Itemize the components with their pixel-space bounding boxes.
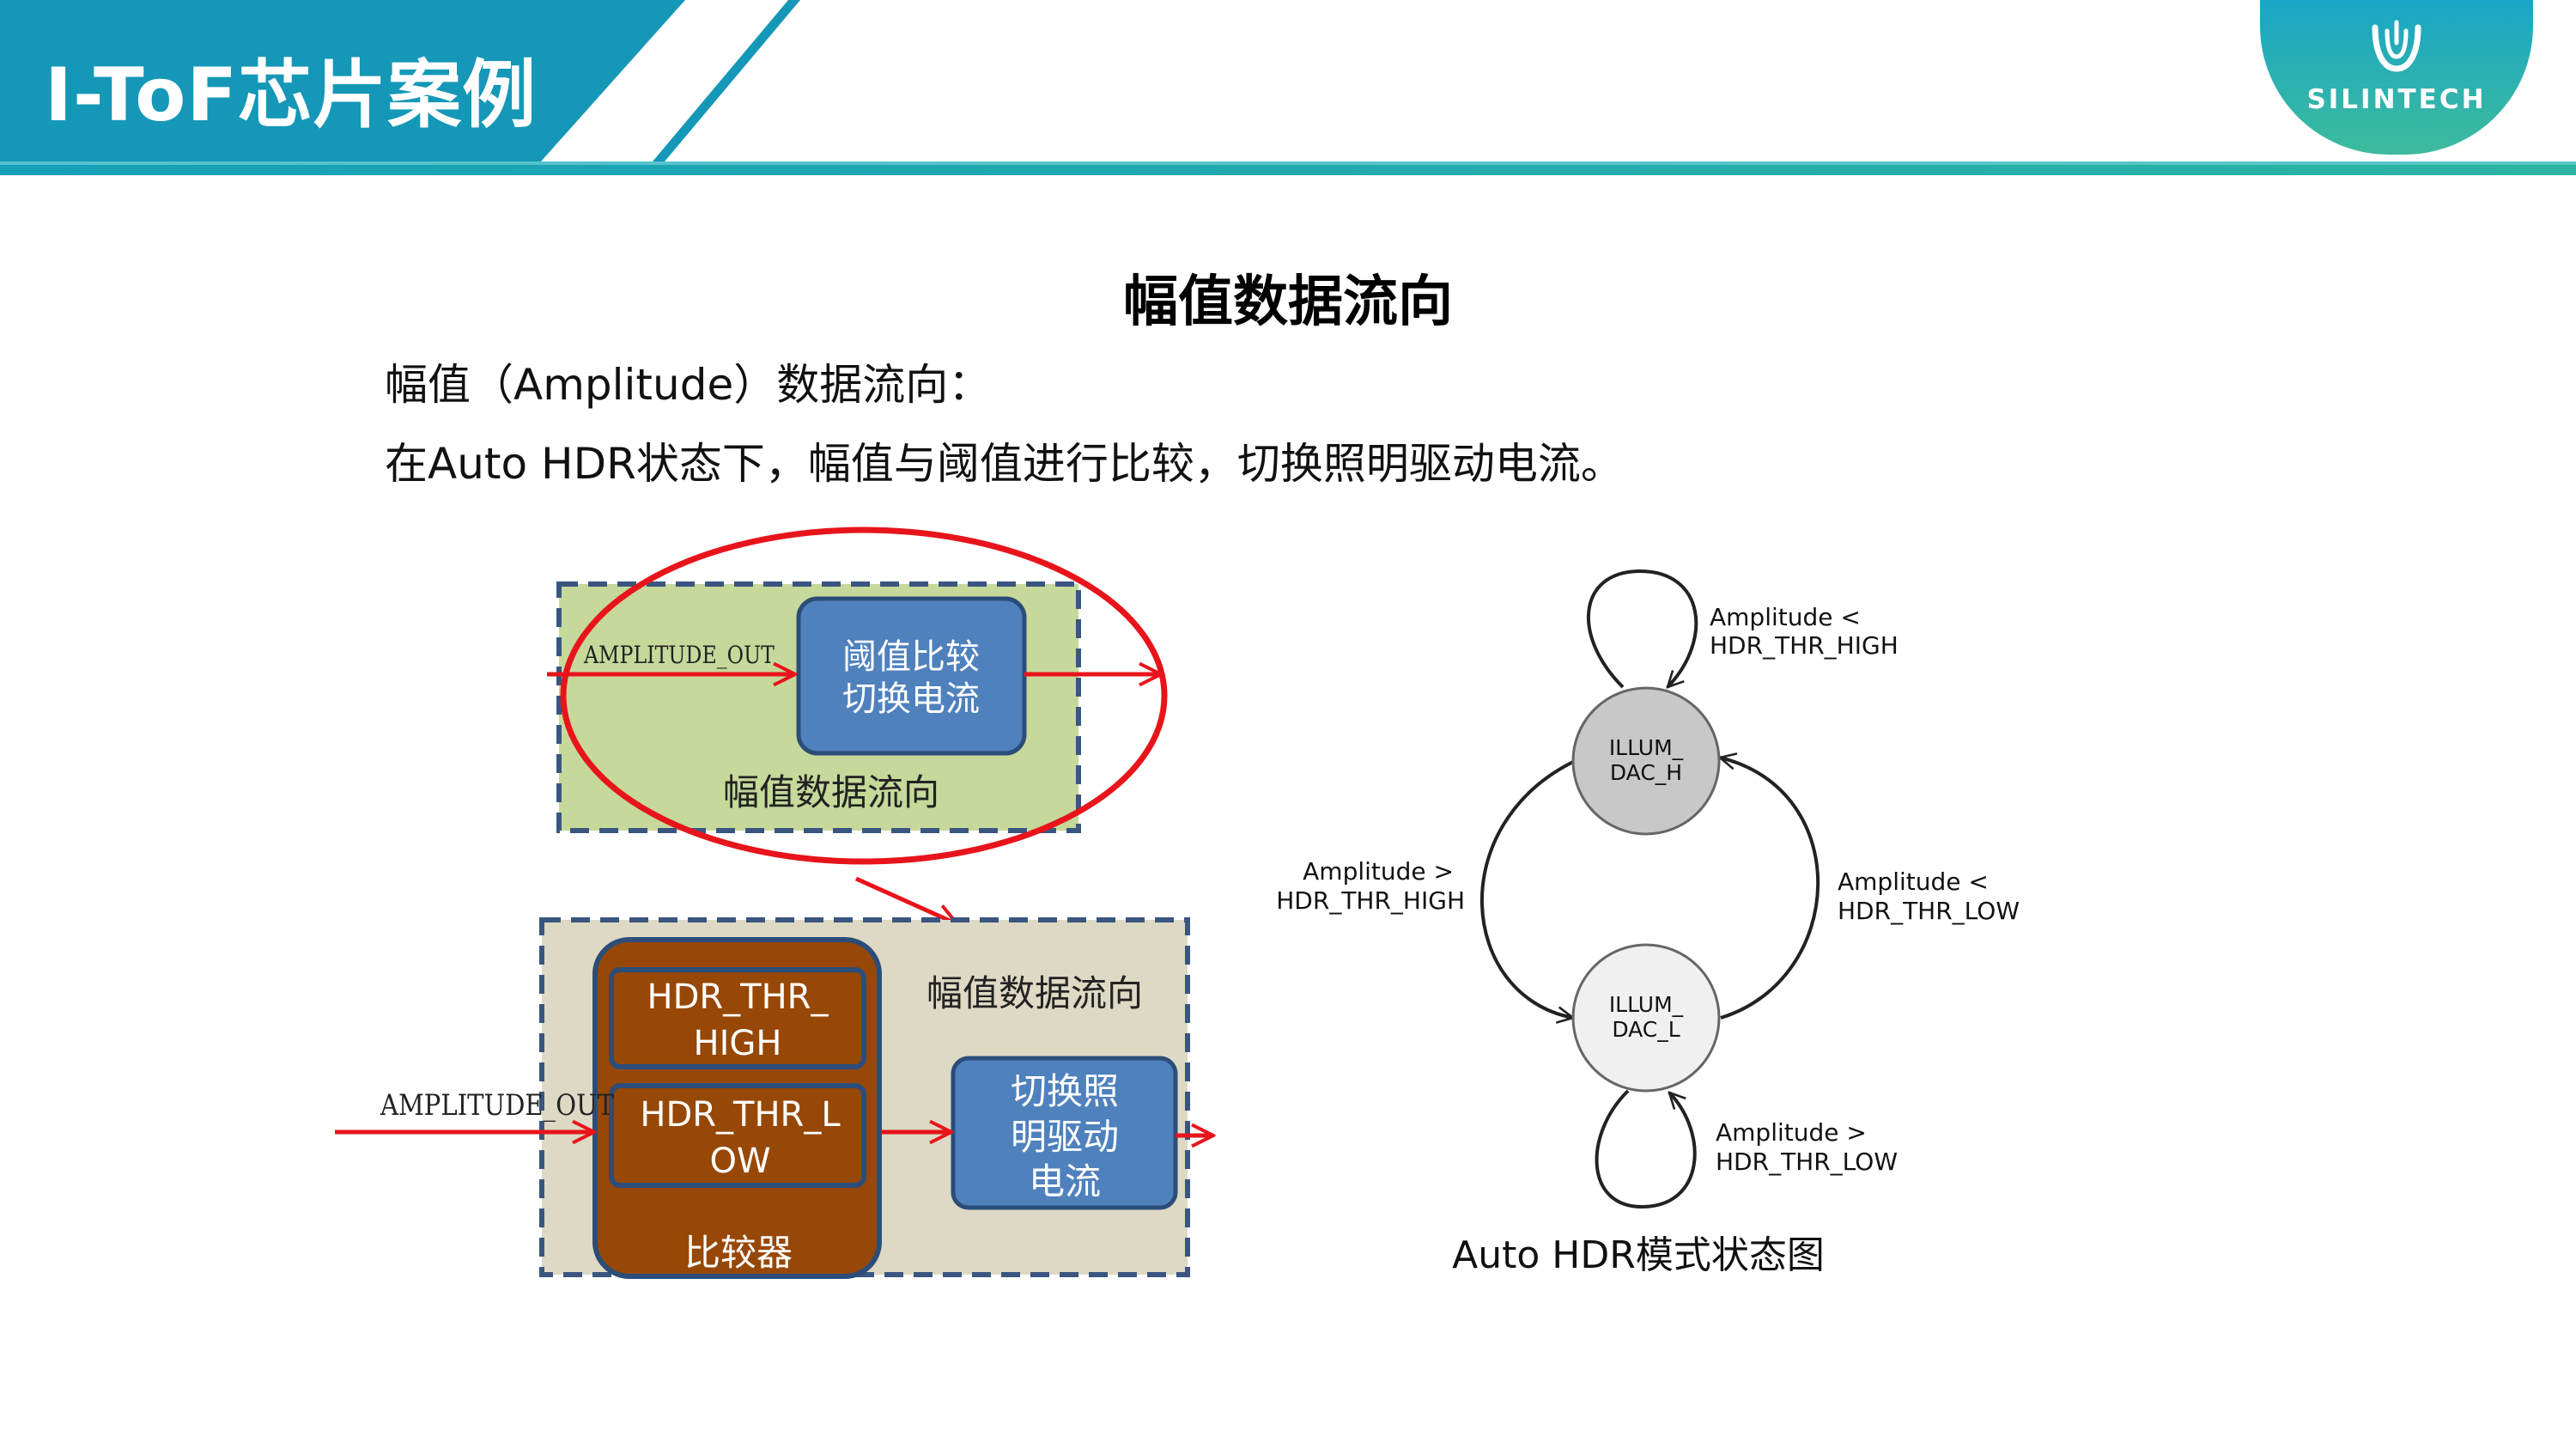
register-high-label-1: HDR_THR_ — [647, 977, 829, 1017]
loop-high-label-2: HDR_THR_HIGH — [1710, 631, 1899, 660]
right-transition-label-1: Amplitude < — [1838, 868, 1989, 896]
top-dataflow-diagram: 阈值比较 切换电流 幅值数据流向 AMPLITUDE_OUT — [547, 527, 1168, 924]
transition-low-to-high — [1720, 758, 1820, 1020]
transition-high-to-low — [1479, 758, 1577, 1018]
silintech-logo-icon — [2372, 20, 2421, 72]
bottom-group-label: 幅值数据流向 — [927, 972, 1143, 1014]
state-high-label-2: DAC_H — [1610, 760, 1682, 785]
logo-wordmark: SILINTECH — [2306, 84, 2487, 115]
register-low-label-1: HDR_THR_L — [640, 1095, 841, 1135]
register-hdr-thr-high — [609, 967, 866, 1069]
loop-low-label-1: Amplitude > — [1716, 1118, 1867, 1147]
state-diagram-caption: Auto HDR模式状态图 — [1452, 1233, 1825, 1277]
content-line-2: 在Auto HDR状态下，幅值与阈值进行比较，切换照明驱动电流。 — [385, 439, 1624, 489]
register-high-label-2: HIGH — [694, 1024, 782, 1063]
register-hdr-thr-low — [609, 1083, 866, 1188]
output-label-2: 明驱动 — [1011, 1116, 1119, 1158]
state-low-label-1: ILLUM_ — [1609, 992, 1684, 1017]
output-label-1: 切换照 — [1011, 1070, 1119, 1112]
right-transition-label-2: HDR_THR_LOW — [1838, 897, 2020, 925]
content-heading: 幅值数据流向 — [1123, 271, 1453, 334]
state-low-label-2: DAC_L — [1612, 1017, 1680, 1042]
highlight-ellipse — [560, 527, 1168, 865]
loop-high-arrow — [1586, 569, 1698, 687]
state-high-label-1: ILLUM_ — [1609, 735, 1684, 760]
connector-arrow — [854, 876, 957, 924]
comparator-label: 比较器 — [684, 1232, 793, 1274]
output-label-3: 电流 — [1029, 1160, 1101, 1202]
content-line-1: 幅值（Amplitude）数据流向： — [385, 360, 992, 410]
slide-title: I-ToF芯片案例 — [45, 52, 538, 138]
top-input-label: AMPLITUDE_OUT — [583, 641, 775, 669]
left-transition-label-2: HDR_THR_HIGH — [1276, 886, 1465, 915]
register-low-label-2: OW — [709, 1142, 770, 1181]
header-banner — [0, 0, 2576, 175]
auto-hdr-state-diagram: Amplitude < HDR_THR_HIGH Amplitude > HDR… — [1276, 569, 2020, 1277]
loop-low-arrow — [1595, 1089, 1697, 1209]
bottom-input-label: AMPLITUDE_OUT — [380, 1088, 614, 1123]
loop-low-label-2: HDR_THR_LOW — [1716, 1148, 1898, 1176]
loop-high-label-1: Amplitude < — [1710, 603, 1861, 631]
top-group-label: 幅值数据流向 — [723, 771, 939, 813]
left-transition-label-1: Amplitude > — [1303, 857, 1454, 886]
threshold-compare-label-2: 切换电流 — [842, 679, 980, 719]
threshold-compare-label-1: 阈值比较 — [842, 637, 980, 677]
state-illum-dac-l — [1571, 943, 1721, 1093]
state-illum-dac-h — [1571, 686, 1721, 836]
bottom-comparator-diagram: HDR_THR_ HIGH HDR_THR_L OW 比较器 幅值数据流向 切换… — [335, 917, 1213, 1279]
